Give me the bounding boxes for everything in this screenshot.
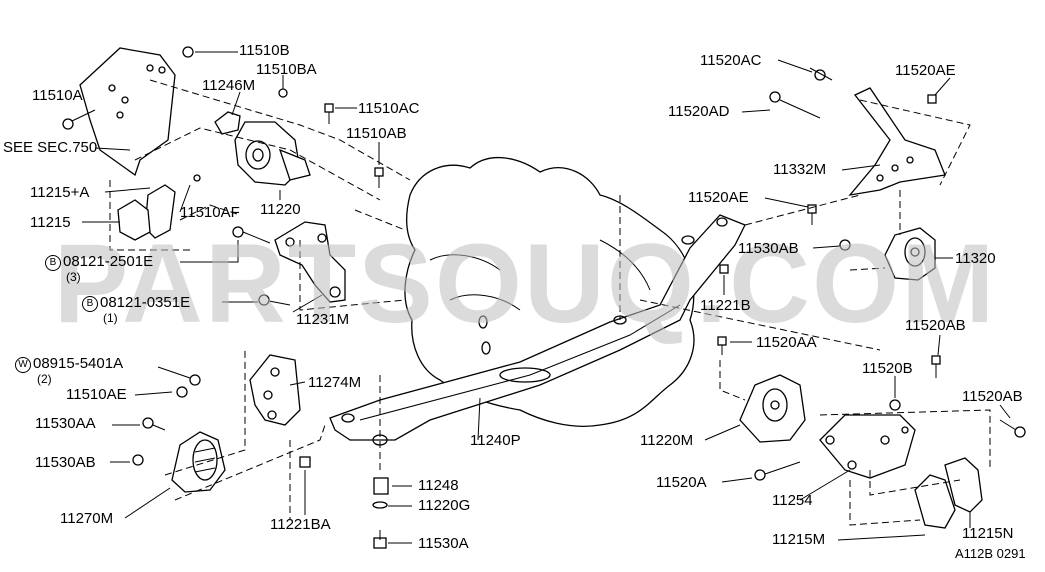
mount-11220 — [214, 111, 311, 186]
label-11510B: 11510B — [239, 42, 290, 59]
bracket-11254 — [819, 414, 916, 479]
label-11520AA: 11520AA — [756, 334, 817, 351]
label-11274M: 11274M — [308, 374, 362, 391]
mount-11270M — [171, 431, 226, 493]
label-11270M: 11270M — [60, 510, 114, 527]
pads-11215 — [117, 184, 176, 241]
mount-11320 — [884, 227, 936, 281]
label-11320: 11320 — [955, 250, 996, 267]
watermark: PARTSOUQ.COM — [53, 221, 997, 346]
label-11510AB: 11510AB — [346, 125, 407, 142]
label-11215M: 11215M — [772, 531, 826, 548]
label-11221B: 11221B — [700, 297, 751, 314]
label-11221BA: 11221BA — [270, 516, 331, 533]
label-11215: 11215 — [30, 214, 71, 231]
label-11231M: 11231M — [296, 311, 350, 328]
label-11332M: 11332M — [773, 161, 827, 178]
engine-block-outline — [404, 156, 695, 427]
pads-11215M-N — [914, 457, 983, 529]
label-11215A: 11215+A — [30, 184, 90, 201]
label-qty-2: (2) — [37, 372, 52, 386]
label-11215N: 11215N — [962, 525, 1014, 542]
circle-b-icon: B — [82, 296, 98, 312]
label-qty-1: (1) — [103, 311, 118, 325]
label-11520AE-mid: 11520AE — [688, 189, 749, 206]
circle-w-icon: W — [15, 357, 31, 373]
label-11220: 11220 — [260, 201, 301, 218]
mount-11220M — [739, 374, 806, 443]
label-11510AF: 11510AF — [180, 204, 240, 221]
label-11530AB-left: 11530AB — [35, 454, 96, 471]
label-see-sec-750: SEE SEC.750 — [3, 139, 98, 156]
label-11520AB-top: 11520AB — [905, 317, 966, 334]
label-11520AB-bottom: 11520AB — [962, 388, 1023, 405]
label-11530AA-left: 11530AA — [35, 415, 96, 432]
label-11520A: 11520A — [656, 474, 707, 491]
label-11520B: 11520B — [862, 360, 913, 377]
label-11520AD: 11520AD — [668, 103, 730, 120]
label-11254: 11254 — [772, 492, 813, 509]
label-11510A: 11510A — [32, 87, 83, 104]
label-qty-3: (3) — [66, 270, 81, 284]
label-11520AE-top: 11520AE — [895, 62, 956, 79]
label-11240P: 11240P — [470, 432, 521, 449]
label-11220G: 11220G — [418, 497, 471, 514]
fasteners — [62, 46, 1026, 549]
bracket-11332M — [848, 87, 946, 196]
bracket-11274M — [249, 354, 301, 426]
label-11510AC: 11510AC — [358, 100, 420, 117]
label-11520AC: 11520AC — [700, 52, 762, 69]
label-11530A: 11530A — [418, 535, 469, 552]
label-11248: 11248 — [418, 477, 459, 494]
bracket-11231M — [274, 221, 346, 303]
label-11220M: 11220M — [640, 432, 694, 449]
circle-b-icon: B — [45, 255, 61, 271]
label-11510AE: 11510AE — [66, 386, 127, 403]
dashed-assembly-lines — [109, 79, 991, 526]
label-11510BA: 11510BA — [256, 61, 317, 78]
bracket-sec750 — [79, 47, 176, 177]
label-11246M: 11246M — [202, 77, 256, 94]
leader-lines — [82, 51, 1011, 544]
label-11530AB-right: 11530AB — [738, 240, 799, 257]
label-reference-code: A112B 0291 — [955, 546, 1026, 561]
